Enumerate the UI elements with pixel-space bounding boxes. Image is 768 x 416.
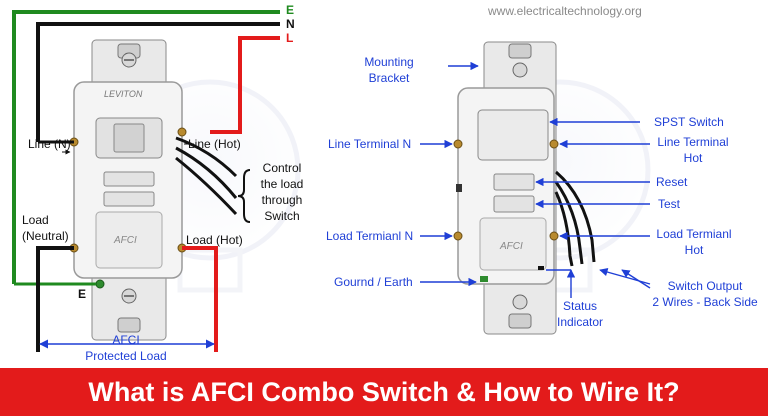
label-earth-mark: E: [78, 287, 87, 301]
label-line-terminal-hot: Line Terminal Hot: [648, 136, 738, 165]
website-watermark: www.electricaltechnology.org: [488, 4, 642, 18]
back-side-wires: [554, 170, 596, 267]
afci-combo-device-front: [69, 39, 187, 341]
label-line-n: Line (N): [28, 137, 71, 151]
label-load-terminal-n: Load Termianl N: [326, 229, 414, 243]
label-afci-line1: AFCI: [112, 333, 140, 347]
label-line-hot: Line (Hot): [188, 137, 241, 151]
label-afci-protected-load: AFCI Protected Load: [76, 334, 176, 363]
wire-letter-neutral: N: [286, 17, 295, 31]
earth-wire: [12, 10, 280, 284]
title-banner: What is AFCI Combo Switch & How to Wire …: [0, 368, 768, 416]
label-load-neutral: Load (Neutral): [22, 214, 69, 243]
supply-wires: [12, 10, 280, 284]
device-afci-mark-right: AFCI: [500, 241, 523, 252]
label-status-line1: Status: [562, 299, 598, 313]
label-load-hot-line1: Load Termianl: [656, 227, 732, 241]
label-control-line1: Control: [262, 161, 302, 175]
label-test: Test: [658, 197, 681, 211]
label-status-indicator: Status Indicator: [548, 300, 612, 329]
label-line-terminal-n: Line Terminal N: [328, 137, 412, 151]
afci-combo-device-side: [453, 41, 559, 335]
control-brace: [237, 169, 251, 223]
label-mounting-line2: Bracket: [368, 71, 410, 85]
label-load-terminal-hot: Load Termianl Hot: [648, 228, 740, 257]
device-brand-label: LEVITON: [104, 89, 143, 99]
label-mounting-bracket: Mounting Bracket: [356, 56, 422, 85]
neutral-wire: [36, 22, 280, 142]
label-control-line2: the load: [260, 177, 304, 191]
label-control-line4: Switch: [264, 209, 300, 223]
wire-letter-earth: E: [286, 3, 295, 17]
device-afci-mark-left: AFCI: [114, 235, 137, 246]
label-switch-out-line1: Switch Output: [667, 279, 743, 293]
label-load-neutral-line1: Load: [22, 213, 49, 227]
load-neutral-wire: [36, 246, 74, 352]
diagram-graphics: [12, 10, 651, 352]
label-status-line2: Indicator: [556, 315, 604, 329]
load-hot-wire: [182, 246, 218, 352]
label-switch-out-line2: 2 Wires - Back Side: [652, 295, 758, 309]
label-ground-earth: Gournd / Earth: [334, 275, 413, 289]
label-spst-switch: SPST Switch: [654, 115, 724, 129]
label-load-hot: Load (Hot): [186, 233, 243, 247]
label-control-line3: through: [261, 193, 303, 207]
label-line-hot-line2: Hot: [683, 151, 703, 165]
label-mounting-line1: Mounting: [364, 55, 414, 69]
label-afci-line2: Protected Load: [85, 349, 167, 363]
line-wire: [210, 36, 280, 134]
wire-letter-line: L: [286, 31, 294, 45]
callout-arrows: [420, 61, 651, 298]
label-load-neutral-line2: (Neutral): [22, 229, 69, 243]
label-control: Control the load through Switch: [254, 162, 310, 223]
switch-output-wires: [175, 136, 238, 216]
label-reset: Reset: [656, 175, 688, 189]
status-led: [538, 266, 544, 270]
label-switch-output: Switch Output 2 Wires - Back Side: [646, 280, 764, 309]
label-line-hot-line1: Line Terminal: [657, 135, 729, 149]
ground-terminal: [480, 276, 488, 282]
label-load-hot-line2: Hot: [684, 243, 704, 257]
